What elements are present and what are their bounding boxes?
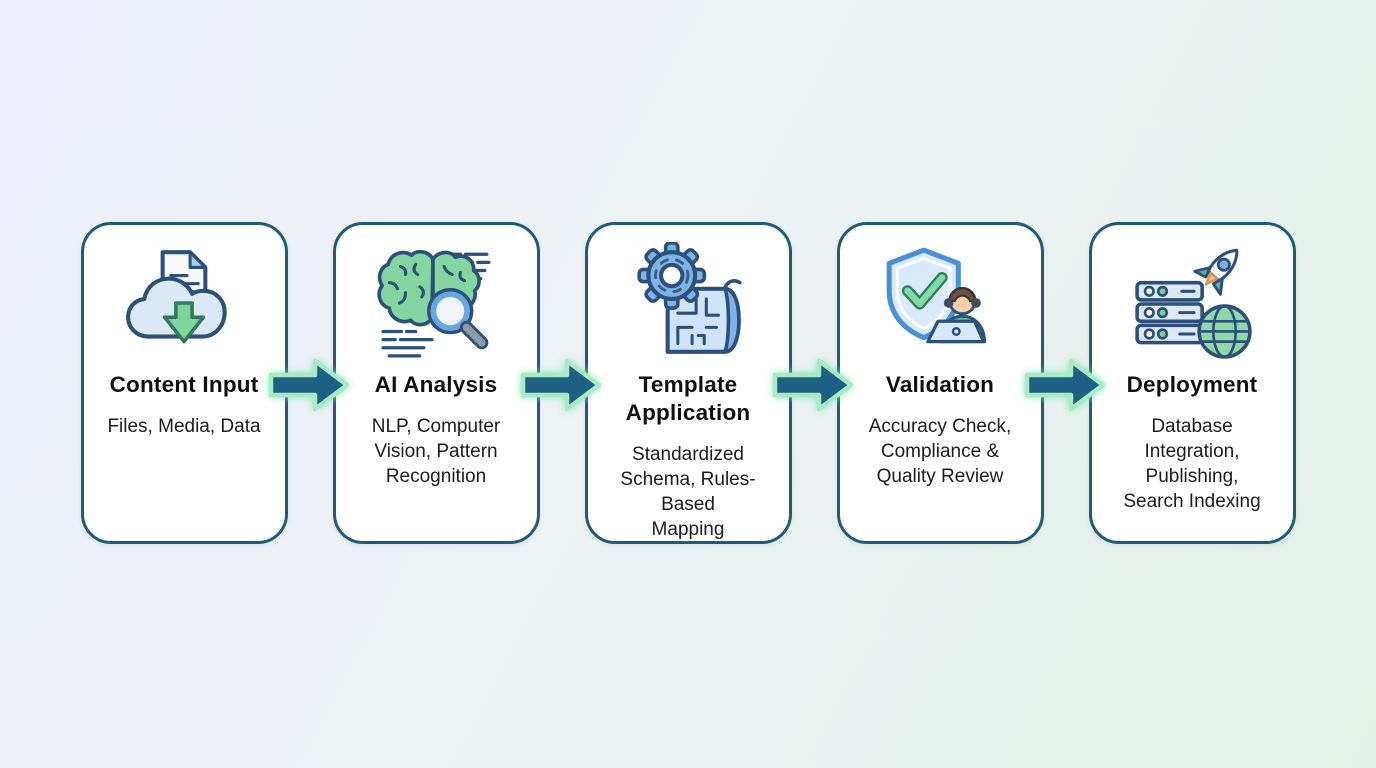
flow-arrow-2	[519, 357, 603, 413]
server-rocket-globe-icon	[1135, 248, 1252, 359]
server-rocket-globe-icon	[1104, 237, 1281, 369]
right-arrow-icon	[1024, 358, 1106, 412]
brain-magnifier-icon	[348, 237, 525, 369]
step-card-template-application: Template Application Standardized Schema…	[584, 222, 792, 544]
step-title: AI Analysis	[374, 372, 498, 397]
step-title: Validation	[885, 372, 995, 397]
step-subtitle: Accuracy Check, Compliance & Quality Rev…	[868, 416, 1012, 487]
flow-arrow-3	[771, 357, 855, 413]
step-subtitle: Files, Media, Data	[107, 416, 261, 437]
flow-arrow-1	[267, 357, 351, 413]
right-arrow-icon	[772, 358, 854, 412]
gear-blueprint-icon	[600, 237, 777, 369]
step-card-content-input: Content Input Files, Media, Data	[80, 222, 288, 544]
step-title: Content Input	[109, 372, 259, 397]
shield-check-reviewer-icon	[886, 247, 987, 344]
steps-row: Content Input Files, Media, Data	[0, 222, 1376, 544]
step-title: Deployment	[1126, 372, 1258, 397]
step-card-ai-analysis: AI Analysis NLP, Computer Vision, Patter…	[332, 222, 540, 544]
gear-blueprint-icon	[637, 242, 742, 354]
step-subtitle: Database Integration, Publishing, Search…	[1123, 416, 1261, 512]
step-subtitle: Standardized Schema, Rules- Based Mappin…	[620, 444, 756, 540]
shield-check-reviewer-icon	[852, 237, 1029, 369]
right-arrow-icon	[520, 358, 602, 412]
cloud-download-document-icon	[96, 237, 273, 369]
step-title: Template Application	[625, 372, 751, 425]
step-subtitle: NLP, Computer Vision, Pattern Recognitio…	[371, 416, 501, 487]
flow-arrow-4	[1023, 357, 1107, 413]
step-card-validation: Validation Accuracy Check, Compliance & …	[836, 222, 1044, 544]
brain-magnifier-icon	[377, 249, 491, 358]
step-card-deployment: Deployment Database Integration, Publish…	[1088, 222, 1296, 544]
cloud-download-document-icon	[126, 250, 227, 344]
right-arrow-icon	[268, 358, 350, 412]
